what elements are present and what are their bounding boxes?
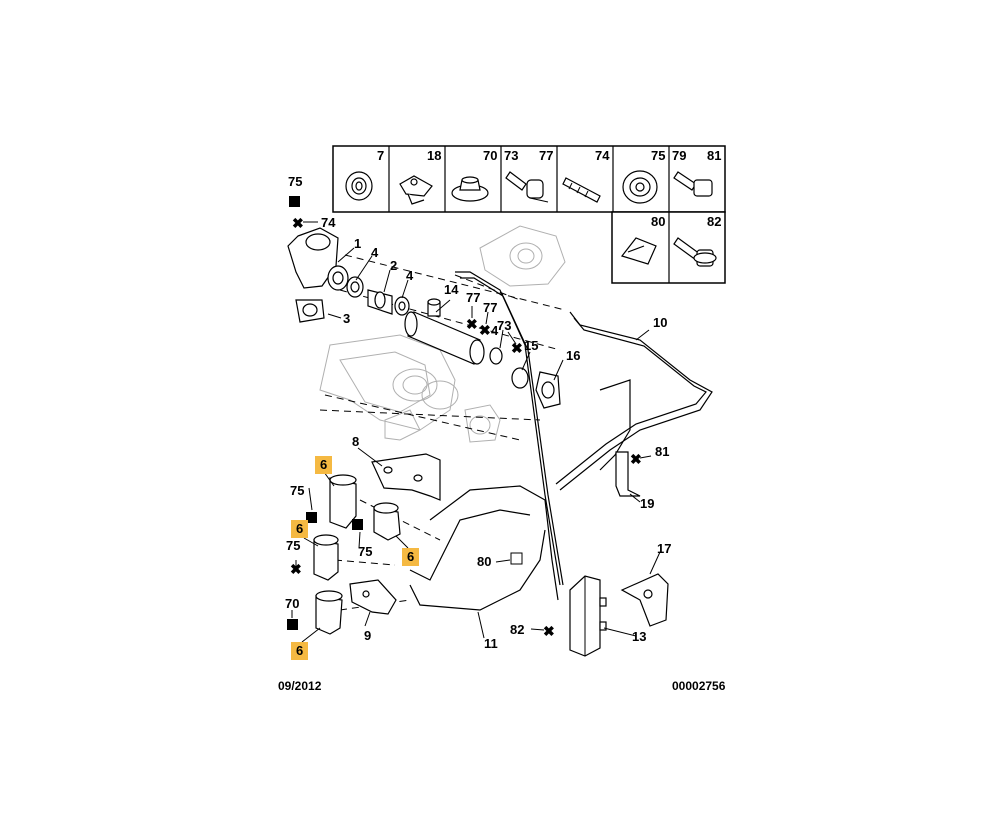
- bracket-19: [615, 451, 641, 497]
- callout-8: 8: [352, 434, 359, 449]
- callout-82: 82: [510, 622, 524, 637]
- callout-75: 75: [358, 544, 372, 559]
- callout-73: 73: [497, 318, 511, 333]
- highlight-box: [402, 548, 419, 566]
- vacuum-pipes: [409, 271, 713, 611]
- legend-cell-7: 7: [377, 148, 384, 163]
- callout-labels: 75 74 1 4 2 4 3 14 77 77 73 4 15 16 10 8…: [285, 174, 671, 651]
- callout-75: 75: [286, 538, 300, 553]
- grommet-75-icon: [622, 170, 658, 204]
- legend-cell-18: 18: [427, 148, 441, 163]
- callout-3: 3: [343, 311, 350, 326]
- legend-cell-70: 70: [483, 148, 497, 163]
- legend-cell-82: 82: [707, 214, 721, 229]
- callout-4: 4: [371, 245, 379, 260]
- cross-marker-82-icon: ✖: [543, 623, 555, 639]
- callout-10: 10: [653, 315, 667, 330]
- callout-4: 4: [406, 268, 414, 283]
- clamps-hose: [346, 276, 410, 316]
- callout-16: 16: [566, 348, 580, 363]
- bracket-9: [349, 579, 397, 615]
- callout-80: 80: [477, 554, 491, 569]
- cross-marker-73-icon: ✖: [511, 340, 523, 356]
- callout-74: 74: [321, 215, 336, 230]
- legend-cell-73: 73: [504, 148, 518, 163]
- square-marker-75c-icon: [352, 519, 363, 530]
- square-marker-70-icon: [287, 619, 298, 630]
- callout-9: 9: [364, 628, 371, 643]
- solenoid-valves-6: [313, 474, 401, 635]
- callout-14: 14: [444, 282, 459, 297]
- highlight-box: [291, 520, 308, 538]
- threaded-rod-74-icon: [562, 177, 601, 203]
- cross-marker-77a-icon: ✖: [466, 316, 478, 332]
- legend-cell-79: 79: [672, 148, 686, 163]
- legend-cell-81: 81: [707, 148, 721, 163]
- callout-6-highlighted: 6: [407, 549, 414, 564]
- callout-19: 19: [640, 496, 654, 511]
- callout-13: 13: [632, 629, 646, 644]
- square-marker-75a-icon: [289, 196, 300, 207]
- callout-75: 75: [288, 174, 302, 189]
- leader-lines: [291, 221, 661, 643]
- assembly-lines: [319, 254, 566, 611]
- callout-81: 81: [655, 444, 669, 459]
- callout-4: 4: [491, 323, 499, 338]
- clip-18-icon: [399, 175, 433, 205]
- highlight-box: [315, 456, 332, 474]
- footer-date: 09/2012: [278, 679, 322, 693]
- callout-1: 1: [354, 236, 361, 251]
- callout-11: 11: [484, 636, 498, 651]
- callout-2: 2: [390, 258, 397, 273]
- legend-cell-77: 77: [539, 148, 553, 163]
- fastener-markers: ✖ ✖ ✖ ✖ ✖ ✖ ✖: [287, 196, 642, 639]
- grommet-7-icon: [345, 171, 373, 201]
- highlight-box: [291, 642, 308, 660]
- square-marker-80-icon: [510, 552, 523, 565]
- nut-70-icon: [451, 176, 489, 202]
- egr-valve: [287, 227, 349, 323]
- callout-70: 70: [285, 596, 299, 611]
- canister-13: [569, 575, 607, 657]
- cross-marker-75d-icon: ✖: [290, 561, 302, 577]
- egr-cooler: [404, 298, 561, 409]
- callout-6-highlighted: 6: [296, 521, 303, 536]
- clip-80-icon: [620, 237, 657, 265]
- callout-77: 77: [483, 300, 497, 315]
- legend-cell-80: 80: [651, 214, 665, 229]
- callout-15: 15: [524, 338, 538, 353]
- bracket-8: [371, 453, 441, 501]
- callout-17: 17: [657, 541, 671, 556]
- highlighted-callouts: 6 6 6 6: [291, 456, 419, 660]
- bolt-79-icon: [673, 171, 713, 197]
- cross-marker-77b-icon: ✖: [479, 322, 491, 338]
- callout-77: 77: [466, 290, 480, 305]
- legend-cell-74: 74: [595, 148, 610, 163]
- callout-75: 75: [290, 483, 304, 498]
- legend-cell-75: 75: [651, 148, 665, 163]
- cross-marker-74-icon: ✖: [292, 215, 304, 231]
- legend-table: 7 18 70 73 77 74 75 79 81 80 82: [332, 145, 726, 284]
- callout-6-highlighted: 6: [320, 457, 327, 472]
- bracket-17: [620, 573, 669, 627]
- stud-73-icon: [505, 171, 549, 203]
- square-marker-75b-icon: [306, 512, 317, 523]
- bolt-82-icon: [673, 237, 717, 267]
- footer-reference: 00002756: [672, 679, 726, 693]
- cross-marker-81-icon: ✖: [630, 451, 642, 467]
- callout-6-highlighted: 6: [296, 643, 303, 658]
